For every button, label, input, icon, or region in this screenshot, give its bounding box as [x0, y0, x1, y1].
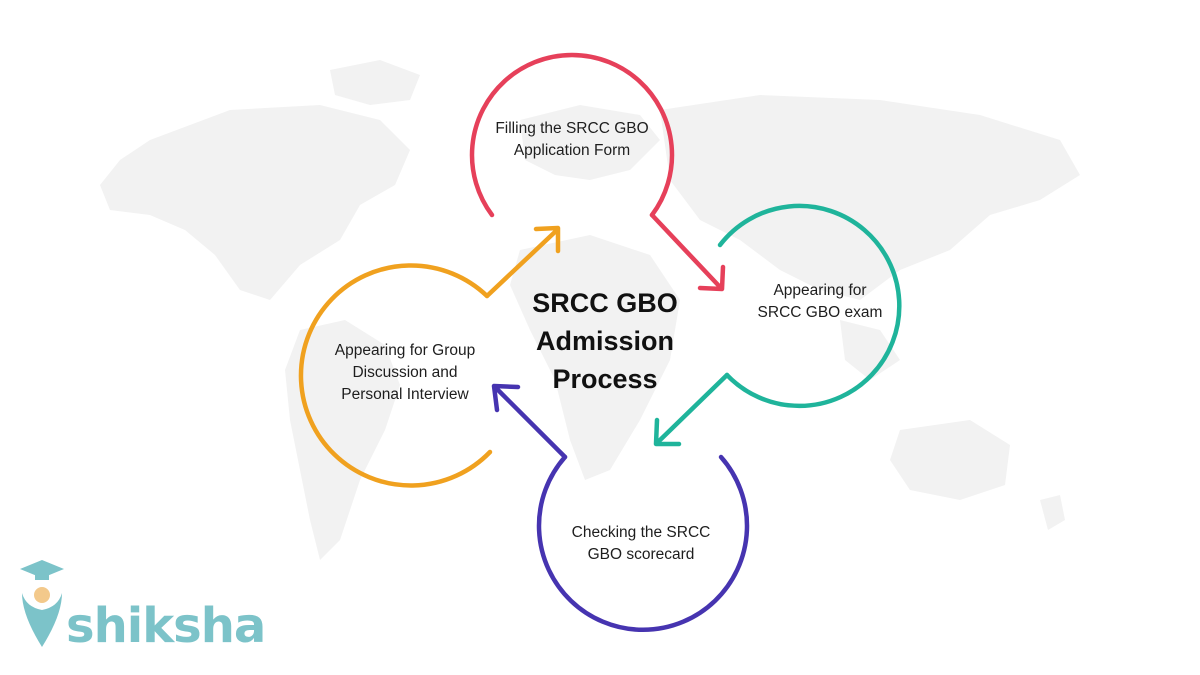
step-ring-application [469, 52, 675, 218]
graduation-cap-icon [20, 560, 64, 647]
arrow-exam-to-scorecard [655, 372, 730, 445]
step-ring-scorecard [536, 454, 750, 632]
step-application-label: Filling the SRCC GBO Application Form [495, 120, 649, 159]
arrow-gd-pi-to-application [484, 228, 559, 299]
arrowhead-exam-to-scorecard [653, 417, 682, 447]
shiksha-logo-text: shiksha [66, 598, 266, 654]
arrowhead-application-to-exam [697, 264, 726, 292]
arrowhead-scorecard-to-gd-pi [491, 383, 521, 413]
step-gd-pi-label: Appearing for Group Discussion and Perso… [334, 342, 476, 403]
arrowhead-gd-pi-to-application [533, 225, 561, 254]
step-ring-exam [717, 203, 902, 409]
step-ring-gd-pi [298, 263, 493, 488]
step-exam-label: Appearing for SRCC GBO exam [757, 282, 883, 321]
diagram-title: SRCC GBO Admission Process [532, 288, 678, 394]
step-scorecard-label: Checking the SRCC GBO scorecard [571, 524, 711, 563]
arrow-scorecard-to-gd-pi [493, 385, 568, 460]
arrow-application-to-exam [649, 212, 723, 290]
